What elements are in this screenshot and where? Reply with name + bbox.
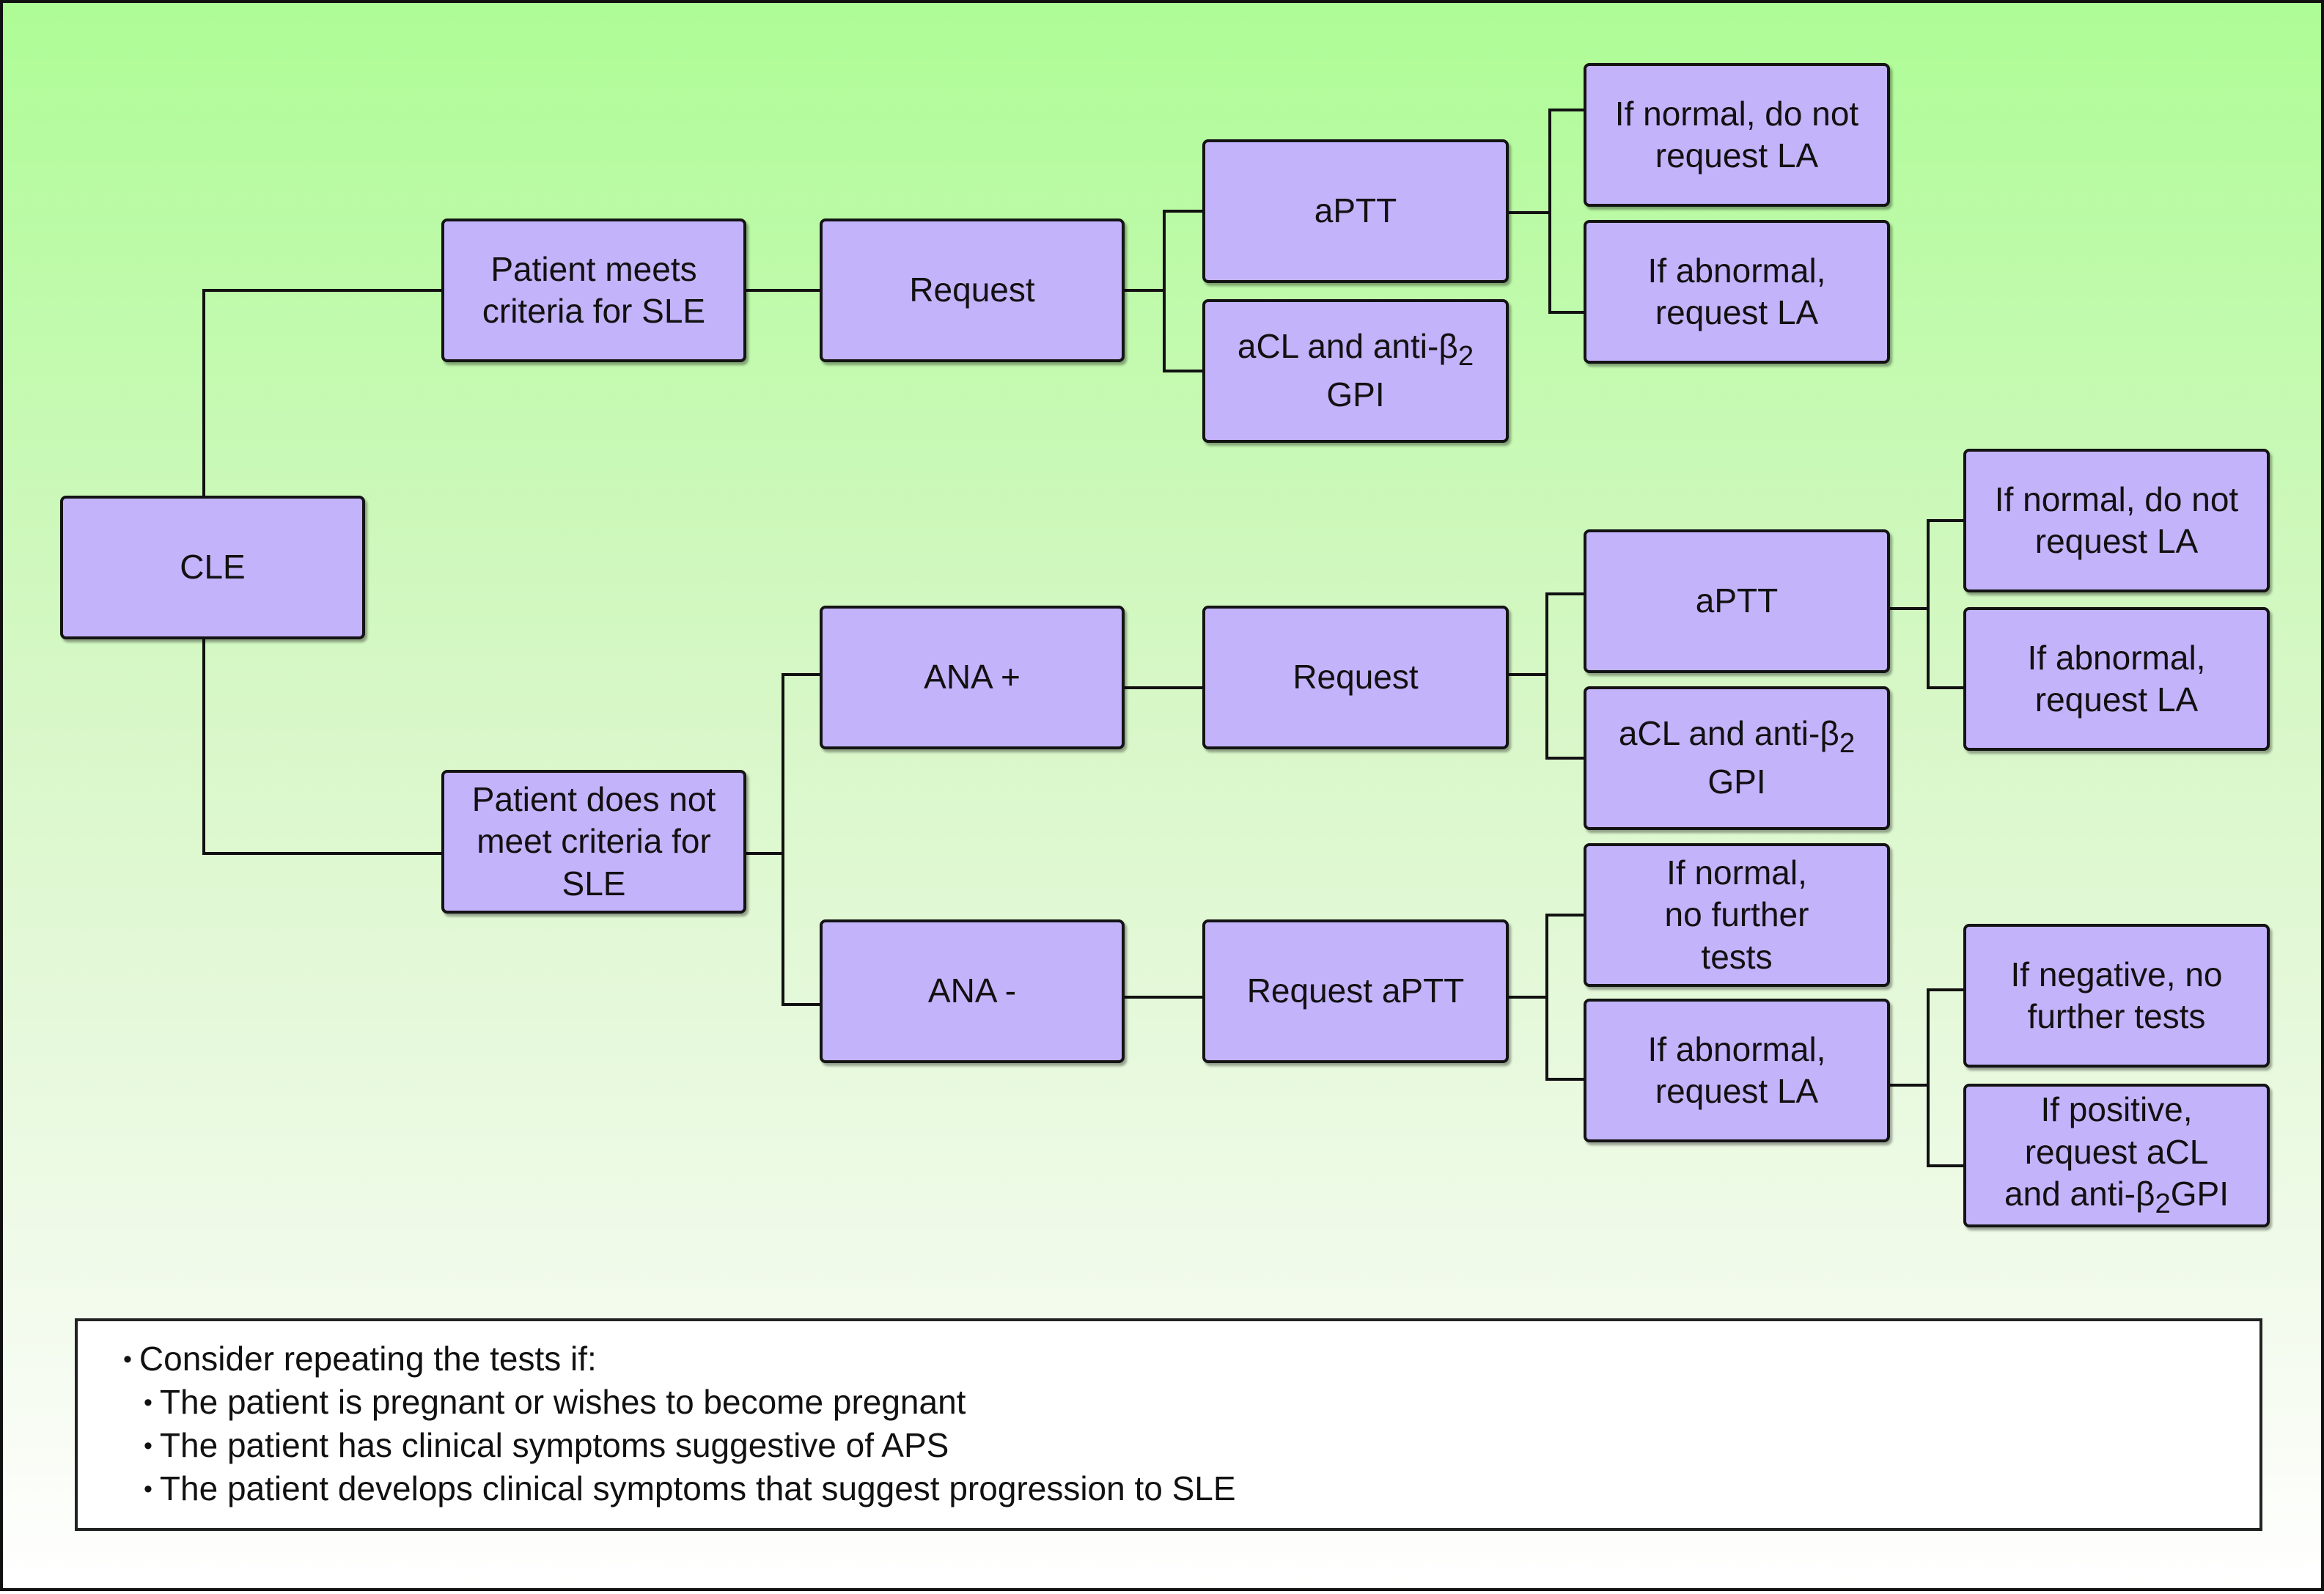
node-cle-label: CLE (180, 548, 246, 587)
node-meets-criteria-label: Patient meets criteria for SLE (482, 249, 706, 331)
node-request-aptt-label: Request aPTT (1246, 972, 1465, 1010)
node-aptt-mid: aPTT (1584, 529, 1890, 673)
acl-top-text: aCL and anti- (1237, 327, 1439, 366)
node-request-top-label: Request (909, 271, 1035, 309)
node-low-abnormal: If abnormal, request LA (1584, 999, 1890, 1142)
node-la-positive-label: If positive, request aCL and anti-β2GPI (2004, 1089, 2229, 1222)
node-aptt-top: aPTT (1202, 139, 1509, 283)
bullet-icon: • (144, 1432, 152, 1460)
acl-mid-beta: β (1820, 714, 1839, 753)
connector-la-branch (1927, 988, 1965, 1167)
node-ana-positive: ANA + (820, 606, 1125, 749)
node-mid-normal-label: If normal, do not request LA (1994, 480, 2239, 561)
connector-request-top-branch (1163, 210, 1204, 372)
notes-item: •The patient is pregnant or wishes to be… (123, 1381, 2259, 1424)
acl-mid-sub: 2 (1839, 727, 1856, 760)
node-aptt-mid-label: aPTT (1695, 581, 1779, 620)
node-meets-criteria: Patient meets criteria for SLE (441, 218, 746, 362)
connector-aptt-mid-branch (1927, 519, 1965, 689)
node-top-normal: If normal, do not request LA (1584, 63, 1890, 207)
connector-request-aptt-branch (1545, 914, 1585, 1081)
node-ana-negative-label: ANA - (927, 972, 1017, 1010)
connector-request-mid-branch (1545, 592, 1585, 760)
node-aptt-top-label: aPTT (1314, 191, 1397, 230)
la-positive-sub: 2 (2155, 1188, 2171, 1220)
notes-heading-line: •Consider repeating the tests if: (123, 1337, 2259, 1381)
acl-mid-gpi: GPI (1707, 763, 1766, 801)
node-not-meets-criteria-label: Patient does not meet criteria for SLE (471, 779, 716, 903)
bullet-icon: • (123, 1345, 132, 1373)
connector-aptt-top-branch (1548, 109, 1585, 314)
node-request-mid-label: Request (1292, 658, 1419, 697)
node-mid-abnormal: If abnormal, request LA (1963, 607, 2270, 751)
la-positive-line3a: and anti- (2004, 1175, 2136, 1213)
node-request-aptt: Request aPTT (1202, 919, 1509, 1063)
node-not-meets-criteria: Patient does not meet criteria for SLE (441, 770, 746, 914)
node-acl-top: aCL and anti-β2 GPI (1202, 299, 1509, 443)
node-acl-mid-label: aCL and anti-β2 GPI (1619, 713, 1855, 804)
connector-ana-branch (782, 673, 821, 1006)
notes-item-text: The patient has clinical symptoms sugges… (159, 1426, 949, 1464)
acl-top-beta: β (1438, 327, 1458, 366)
la-positive-line3b: GPI (2170, 1175, 2229, 1213)
node-low-normal: If normal, no further tests (1584, 843, 1890, 987)
node-la-negative: If negative, no further tests (1963, 924, 2270, 1068)
node-la-positive: If positive, request aCL and anti-β2GPI (1963, 1084, 2270, 1227)
notes-heading: Consider repeating the tests if: (139, 1340, 597, 1378)
node-top-normal-label: If normal, do not request LA (1614, 94, 1859, 175)
node-mid-normal: If normal, do not request LA (1963, 449, 2270, 592)
node-mid-abnormal-label: If abnormal, request LA (2027, 638, 2206, 719)
node-top-abnormal: If abnormal, request LA (1584, 220, 1890, 364)
la-positive-beta: β (2135, 1175, 2155, 1213)
notes-item-text: The patient is pregnant or wishes to bec… (159, 1383, 966, 1421)
node-low-normal-label: If normal, no further tests (1664, 853, 1809, 976)
node-cle: CLE (60, 496, 365, 639)
bullet-icon: • (144, 1475, 152, 1503)
connector-cle-meets (202, 289, 443, 496)
connector-lines (202, 109, 1965, 1167)
la-positive-line1: If positive, (2040, 1090, 2193, 1129)
acl-top-gpi: GPI (1326, 375, 1385, 414)
notes-item: •The patient has clinical symptoms sugge… (123, 1424, 2259, 1467)
notes-item-text: The patient develops clinical symptoms t… (159, 1469, 1236, 1507)
node-acl-mid: aCL and anti-β2 GPI (1584, 686, 1890, 830)
node-top-abnormal-label: If abnormal, request LA (1647, 251, 1826, 332)
node-request-top: Request (820, 218, 1125, 362)
la-positive-line2: request aCL (2024, 1132, 2209, 1171)
bullet-icon: • (144, 1389, 152, 1417)
connector-cle-not-meets (202, 638, 443, 855)
notes-box: •Consider repeating the tests if: •The p… (75, 1318, 2262, 1531)
acl-top-sub: 2 (1457, 340, 1474, 372)
node-request-mid: Request (1202, 606, 1509, 749)
node-ana-negative: ANA - (820, 919, 1125, 1063)
node-ana-positive-label: ANA + (924, 658, 1021, 697)
node-low-abnormal-label: If abnormal, request LA (1647, 1029, 1826, 1111)
node-la-negative-label: If negative, no further tests (2010, 955, 2223, 1036)
notes-item: •The patient develops clinical symptoms … (123, 1467, 2259, 1510)
acl-mid-text: aCL and anti- (1618, 714, 1820, 753)
node-acl-top-label: aCL and anti-β2 GPI (1238, 326, 1474, 416)
